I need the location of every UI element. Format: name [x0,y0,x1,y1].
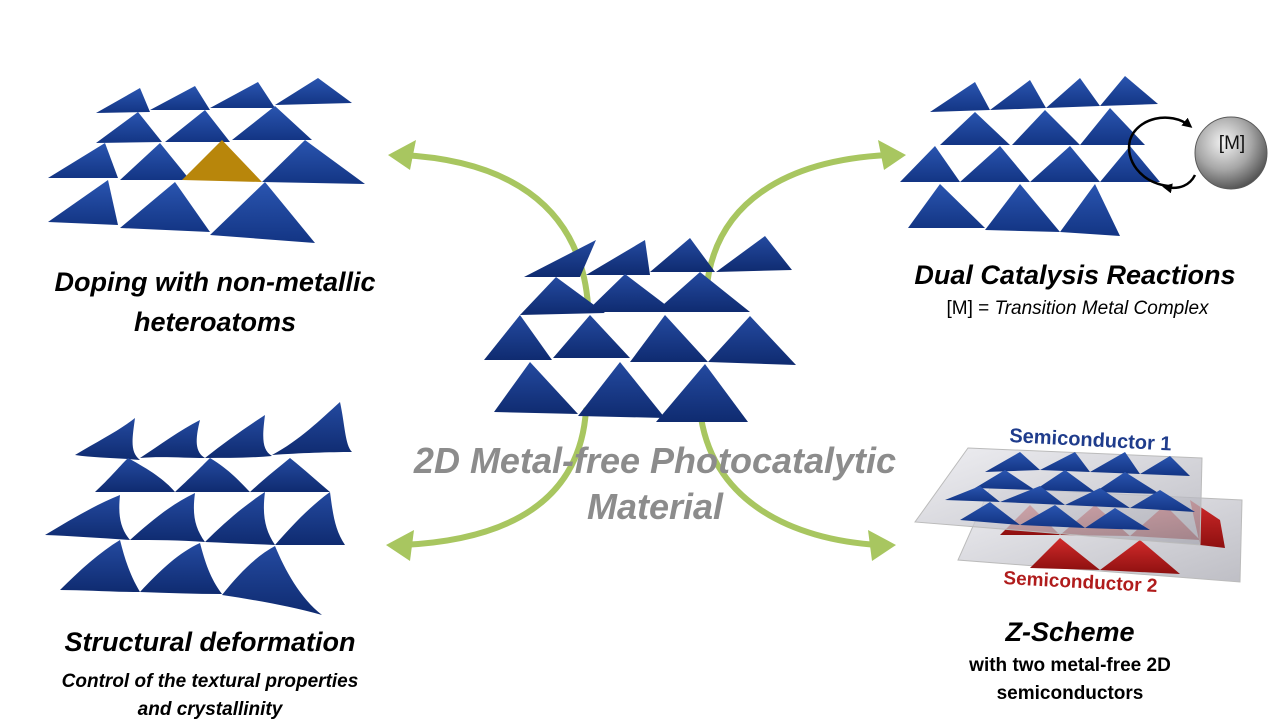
arrow-to-structural-head [386,530,414,561]
center-title-line2: Material [586,486,724,527]
metal-cycle [1127,116,1268,194]
metal-label: [M] [1218,133,1246,154]
doping-title: Doping with non-metallic heteroatoms [30,262,400,342]
doped-atom-triangle [182,140,262,182]
zscheme-subtitle-line1: with two metal-free 2D [969,655,1171,676]
center-lattice [484,236,796,422]
arrow-to-zscheme [697,407,883,548]
arrow-to-dual [703,152,891,298]
arrow-to-structural [399,407,589,548]
structural-lattice [45,402,352,615]
dual-lattice [900,76,1160,236]
arrow-to-zscheme-head [868,530,896,561]
zscheme-subtitle-line2: semiconductors [996,683,1144,704]
arrows [386,140,906,561]
zscheme-illustration [914,447,1243,583]
doping-title-line1: Doping with non-metallic [54,267,376,297]
metal-sphere [1194,116,1268,190]
zscheme-title: Z-Scheme [1005,617,1135,647]
doping-title-line2: heteroatoms [133,307,297,337]
layer-1-triangles [945,452,1195,530]
zscheme-subtitle: with two metal-free 2D semiconductors [930,652,1210,708]
structural-subtitle-line1: Control of the textural properties [61,671,359,692]
arrow-to-doping-head [388,140,416,170]
dual-subtitle-italic: Transition Metal Complex [994,298,1209,319]
center-title: 2D Metal-free Photocatalytic Material [405,438,905,530]
dual-subtitle-prefix: [M] = [946,298,990,319]
center-title-line1: 2D Metal-free Photocatalytic [413,440,897,481]
structural-subtitle-line2: and crystallinity [137,699,283,720]
doping-lattice [48,78,365,243]
dual-catalysis-title: Dual Catalysis Reactions [914,260,1236,290]
arrow-to-dual-head [878,140,906,170]
structural-subtitle: Control of the textural properties and c… [30,668,390,724]
dual-catalysis-subtitle: [M] = Transition Metal Complex [880,298,1275,320]
structural-title: Structural deformation [64,627,356,657]
